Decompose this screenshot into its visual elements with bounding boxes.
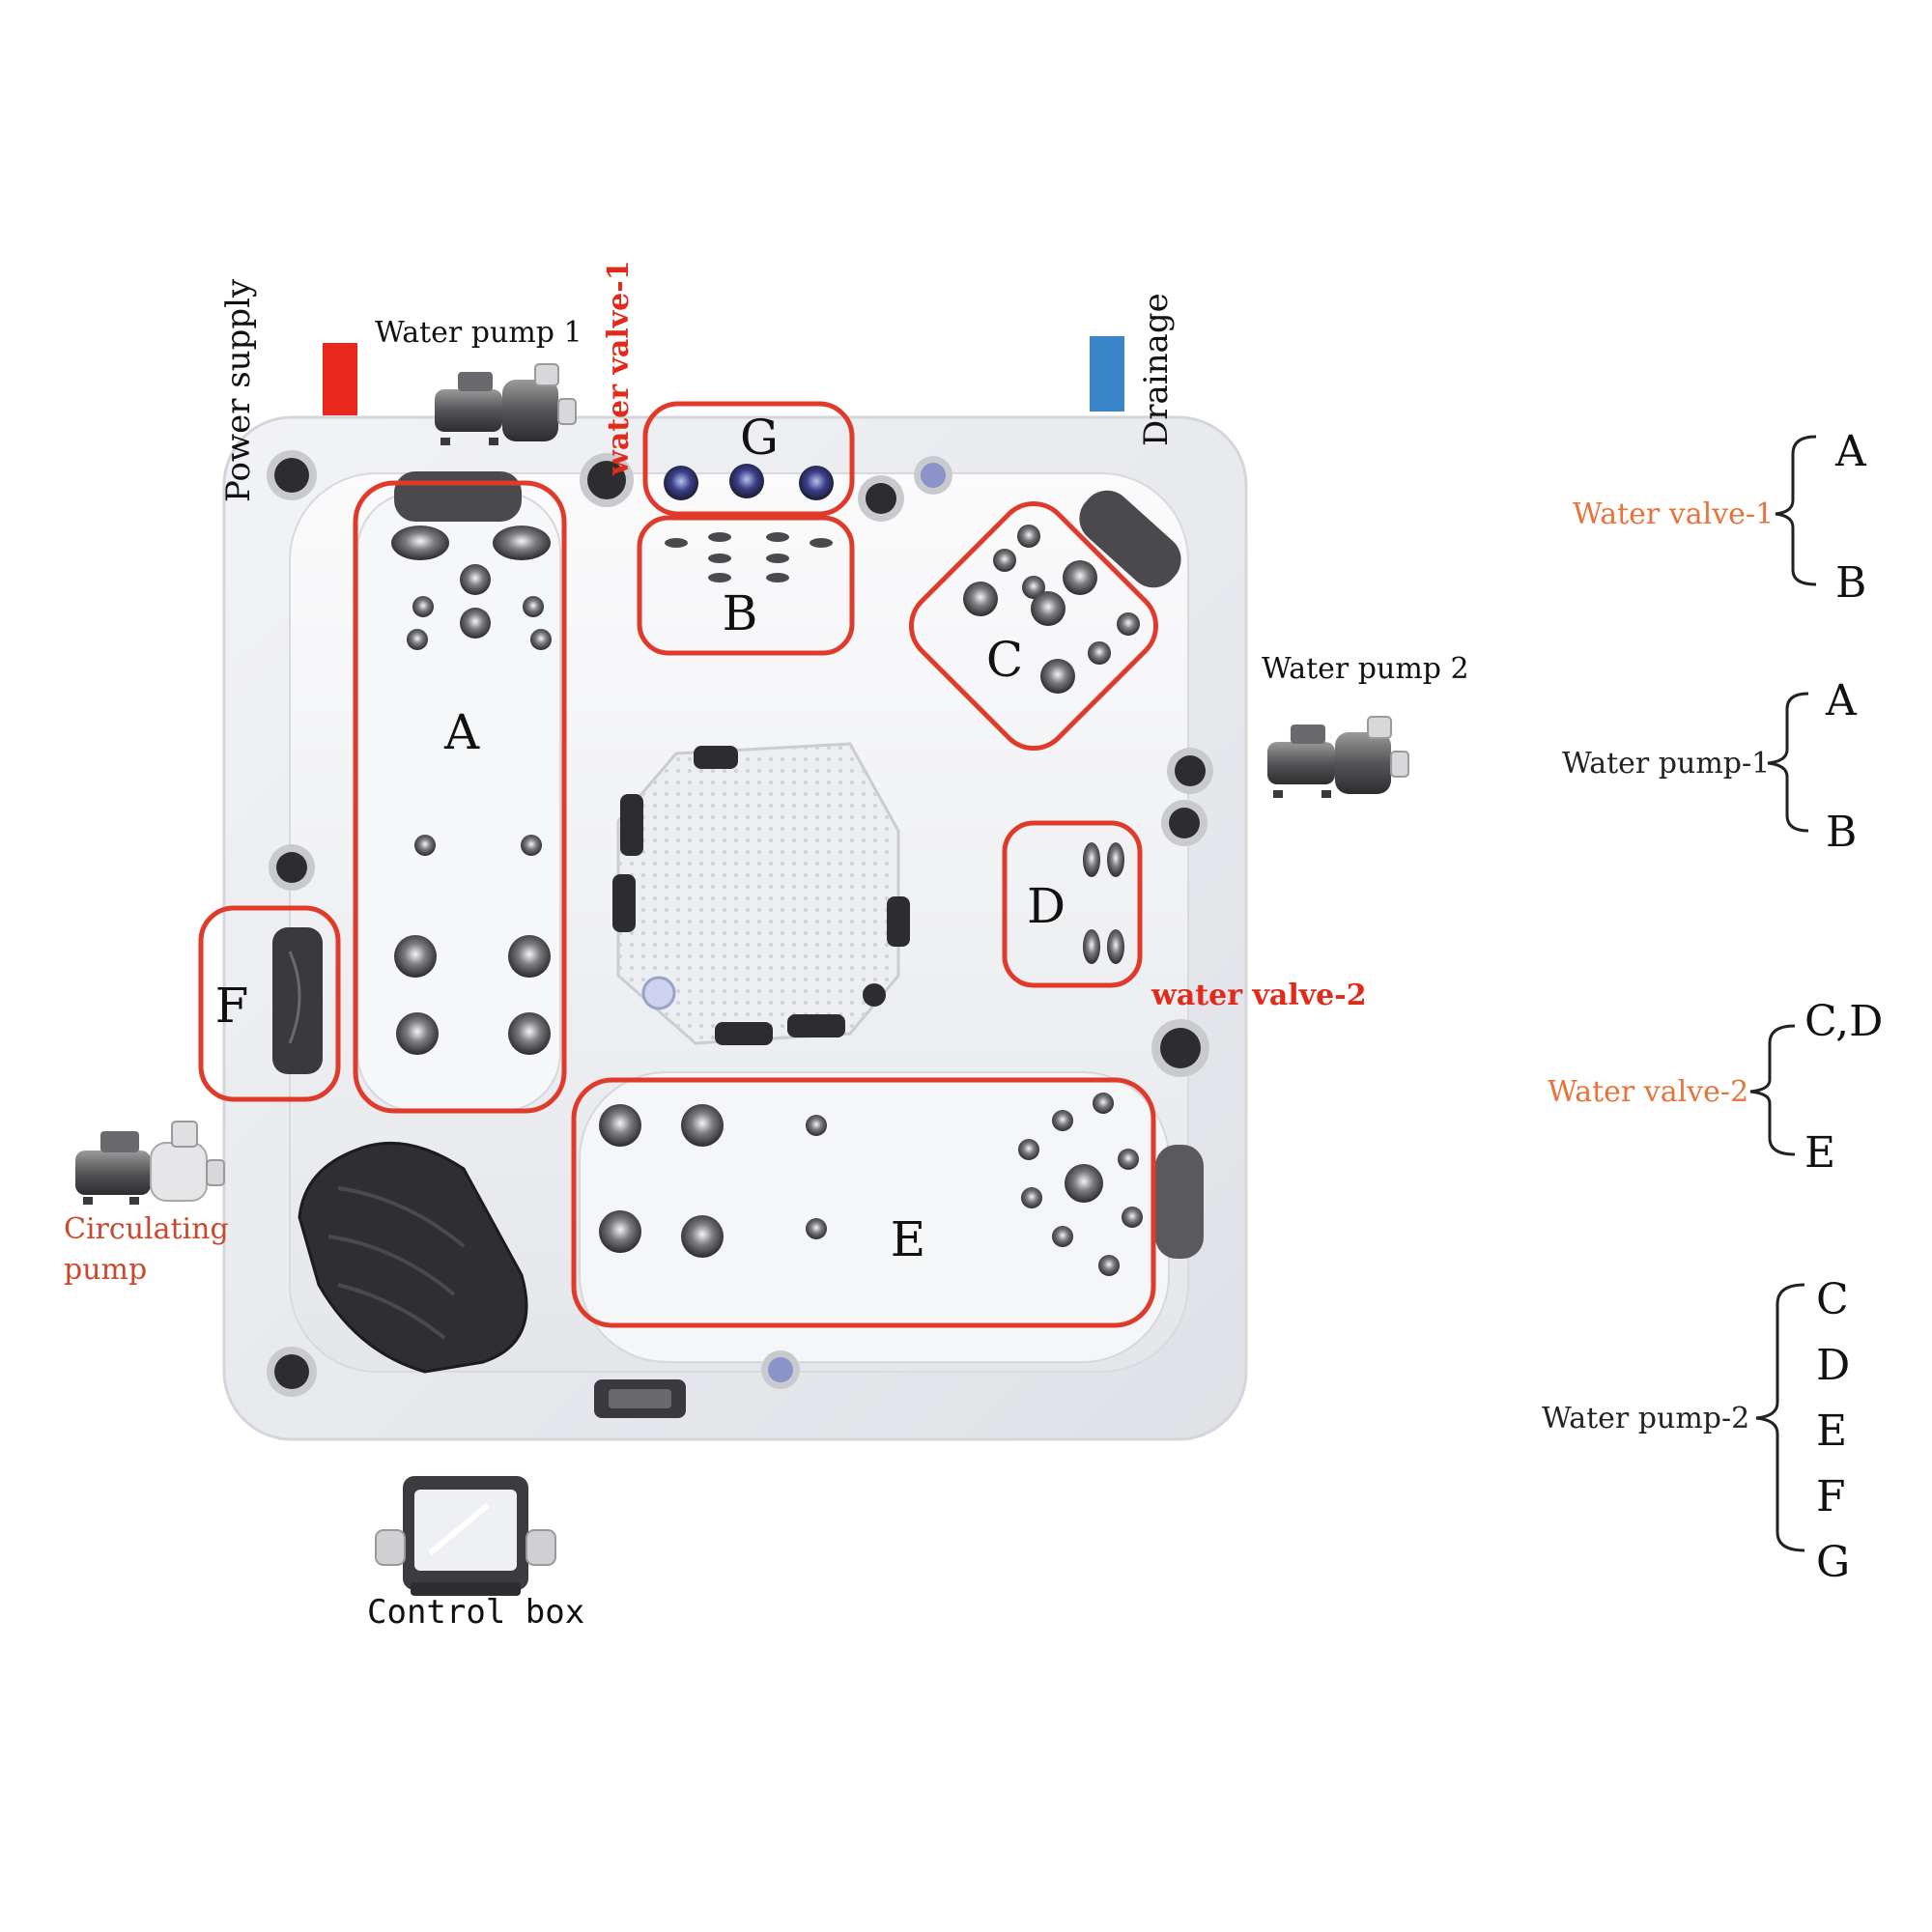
zone-d-jets xyxy=(1083,842,1124,964)
zone-a-outline xyxy=(353,480,567,1114)
water-valve-2-label: water valve-2 xyxy=(1151,979,1367,1012)
water-pump-1-label: Water pump 1 xyxy=(375,316,582,350)
drainage-bar xyxy=(1090,336,1124,412)
zone-g-outline xyxy=(642,401,855,517)
footwell-jet xyxy=(620,794,643,856)
headrest-a xyxy=(394,471,522,522)
footwell-jet xyxy=(694,746,738,769)
zone-a-letter: A xyxy=(443,704,480,760)
footwell-jet xyxy=(887,896,910,947)
legend-brace-pump-2 xyxy=(1755,1283,1805,1552)
zone-d-outline xyxy=(1002,820,1143,988)
legend-item: D xyxy=(1816,1341,1850,1390)
legend xyxy=(1749,435,1817,1552)
legend-item: F xyxy=(1816,1472,1846,1521)
zone-b-jets xyxy=(665,532,833,582)
legend-label-pump-2: Water pump-2 xyxy=(1542,1402,1749,1435)
circulating-pump-icon xyxy=(75,1121,225,1205)
zone-c-outline xyxy=(908,500,1159,752)
footwell-drain xyxy=(863,983,886,1007)
drainage-label: Drainage xyxy=(1137,293,1176,446)
zone-c-jets xyxy=(963,525,1140,694)
headrest-e xyxy=(1155,1145,1204,1259)
footwell-light xyxy=(641,976,676,1010)
legend-brace-valve-2 xyxy=(1749,1024,1796,1156)
legend-label-valve-2: Water valve-2 xyxy=(1548,1075,1748,1109)
zone-f-outline xyxy=(198,905,341,1102)
corner-fittings xyxy=(267,450,1213,1418)
footwell-texture xyxy=(618,744,898,1043)
bench-seat xyxy=(579,1071,1170,1363)
zone-c-letter: C xyxy=(986,632,1023,688)
zone-d-letter: D xyxy=(1027,878,1065,934)
zone-b-outline xyxy=(637,515,855,656)
water-pump-2-icon xyxy=(1267,716,1409,798)
headrest-c xyxy=(1079,490,1181,588)
zone-e-outline xyxy=(571,1077,1156,1328)
pillow-f xyxy=(272,927,323,1074)
circulating-pump-label-line2: pump xyxy=(64,1253,147,1287)
zone-e-letter: E xyxy=(891,1211,926,1267)
legend-item: E xyxy=(1816,1406,1847,1456)
cooler-seat-ribs xyxy=(327,1186,466,1340)
legend-item: E xyxy=(1804,1128,1835,1178)
legend-item: C,D xyxy=(1804,997,1883,1046)
legend-item: A xyxy=(1834,427,1867,476)
legend-item: C xyxy=(1816,1275,1849,1324)
legend-item: B xyxy=(1826,808,1857,857)
cooler-seat xyxy=(298,1141,528,1374)
legend-item: G xyxy=(1816,1538,1850,1587)
footwell-jet xyxy=(612,874,636,932)
footwell-jet xyxy=(787,1014,845,1037)
zone-b-letter: B xyxy=(723,585,758,641)
control-box-label: Control box xyxy=(367,1593,584,1632)
power-supply-label: Power supply xyxy=(219,278,258,502)
water-pump-2-label: Water pump 2 xyxy=(1262,652,1469,686)
water-pump-1-icon xyxy=(435,363,577,445)
control-box-icon xyxy=(375,1476,556,1596)
zone-e-jets xyxy=(599,1093,1143,1276)
legend-item: A xyxy=(1825,676,1858,725)
zone-a-jets xyxy=(391,526,552,1055)
legend-label-pump-1: Water pump-1 xyxy=(1562,747,1770,781)
zone-g-jets xyxy=(664,464,834,500)
legend-item: B xyxy=(1835,558,1866,608)
zone-f-letter: F xyxy=(215,978,249,1034)
power-supply-bar xyxy=(323,343,357,415)
legend-label-valve-1: Water valve-1 xyxy=(1573,497,1774,531)
circulating-pump-label: Circulating xyxy=(64,1212,229,1246)
footwell-jet xyxy=(715,1022,773,1045)
water-valve-1-label: water valve-1 xyxy=(602,260,636,476)
zone-g-letter: G xyxy=(740,410,779,466)
legend-brace-valve-1 xyxy=(1775,435,1817,586)
pillow-f-accent xyxy=(288,951,301,1044)
legend-brace-pump-1 xyxy=(1767,692,1809,833)
